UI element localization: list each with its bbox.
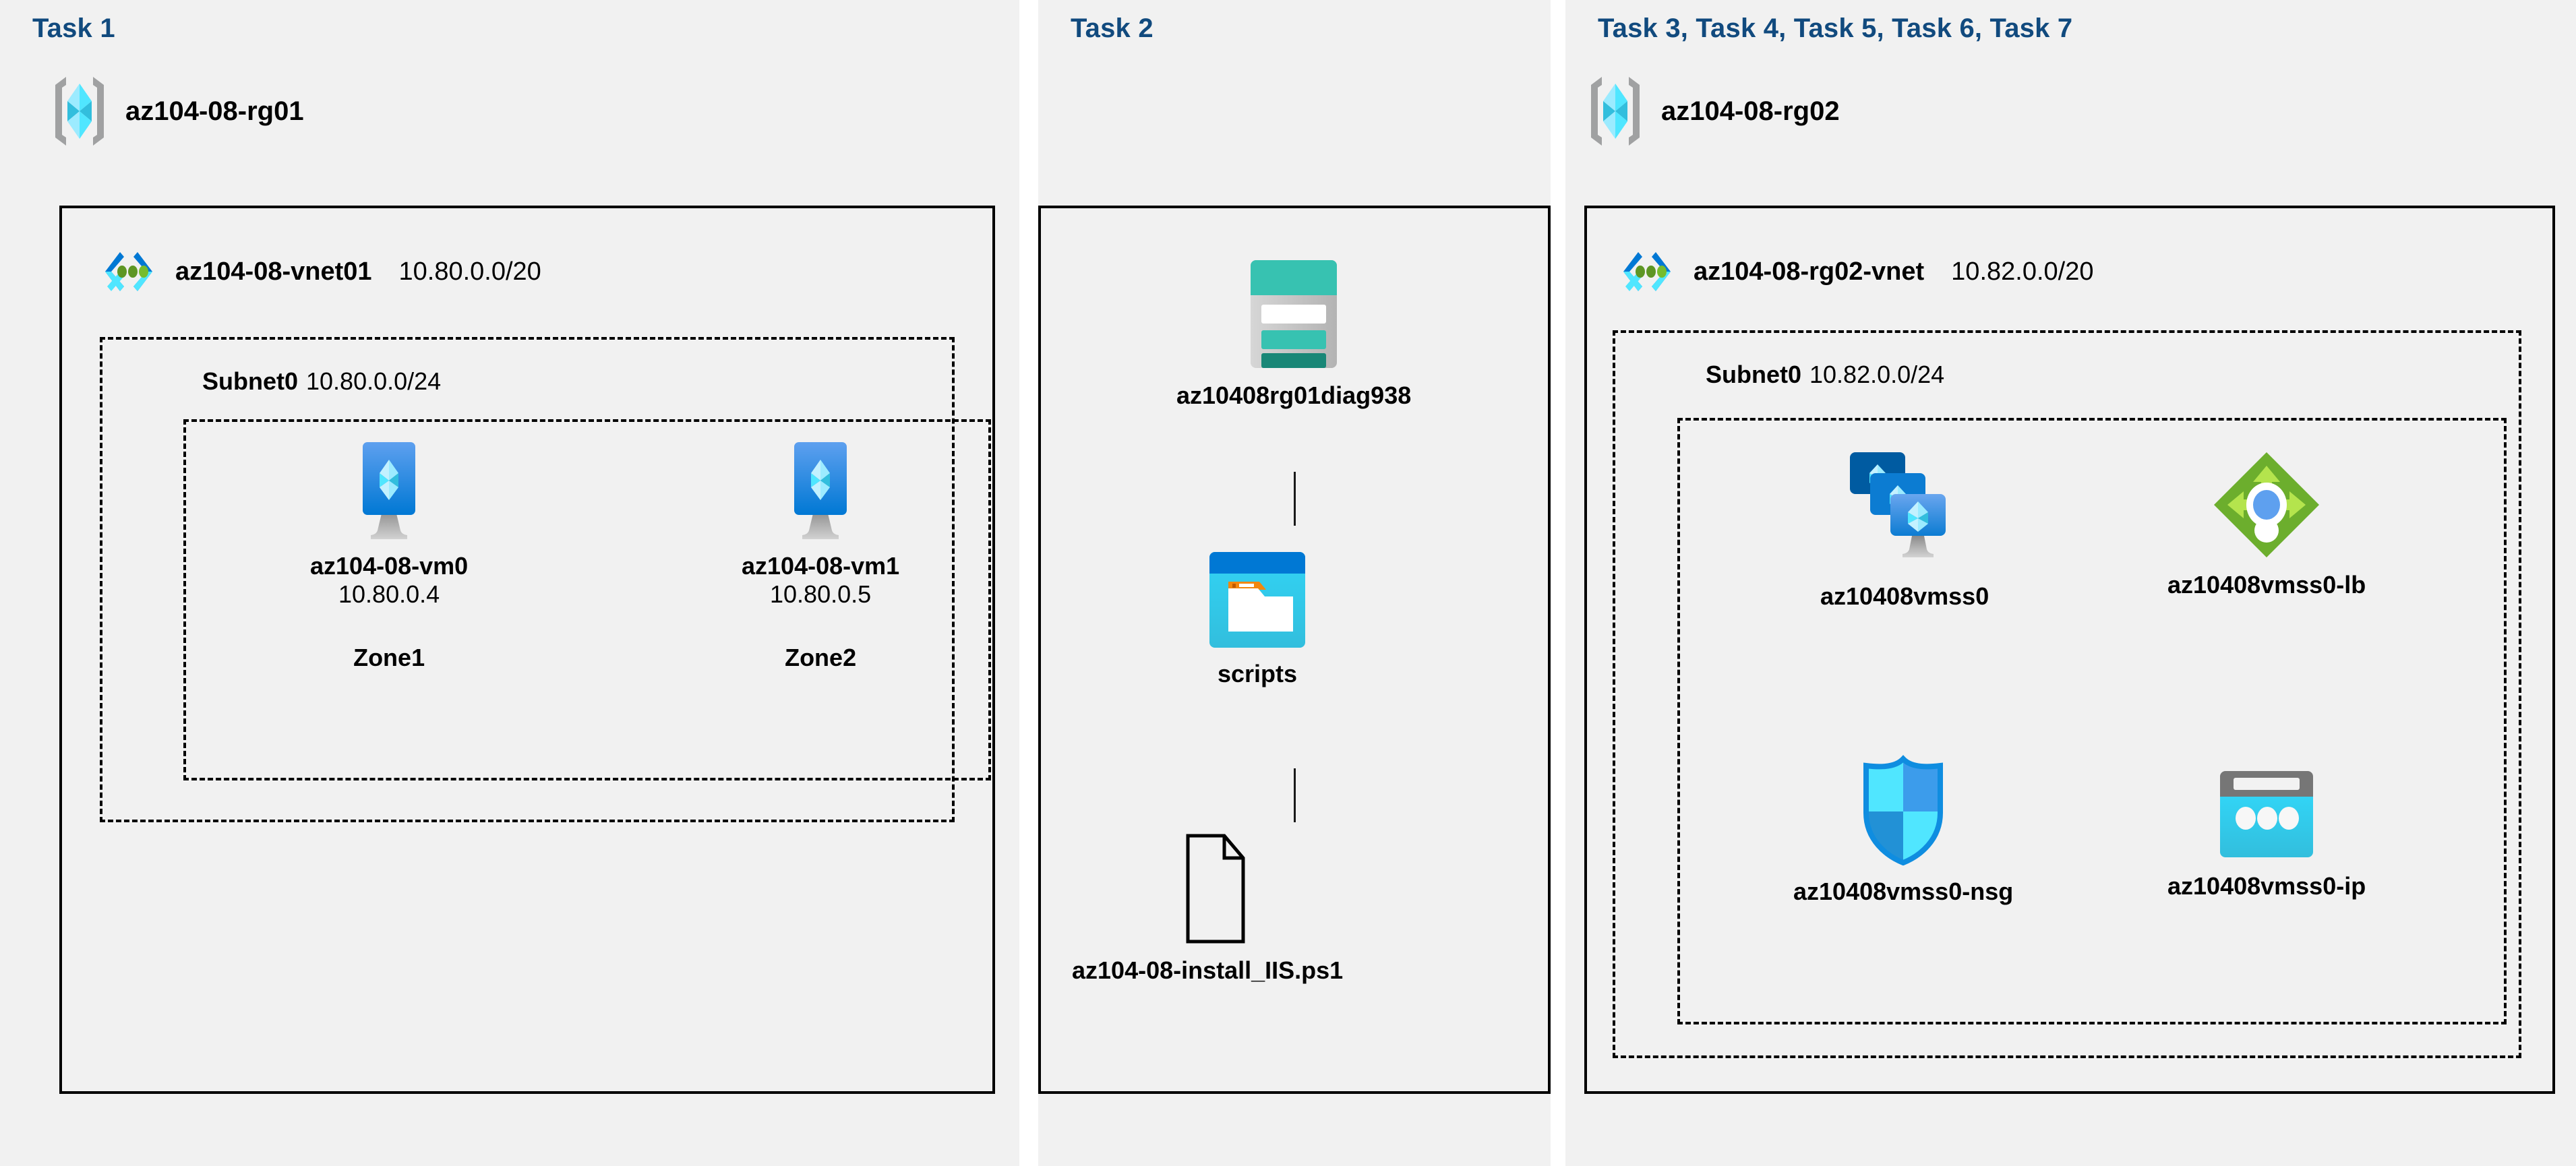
node-az104-08-vm1-label: az104-08-vm1: [742, 552, 900, 580]
node-az104-08-vm0-label: az104-08-vm0: [310, 552, 469, 580]
vnet-az104-08-vnet01-boundary: [59, 206, 995, 1094]
node-vm-scale-set[interactable]: az10408vmss0: [1820, 448, 1989, 611]
node-storage-account-label: az10408rg01diag938: [1176, 381, 1412, 409]
node-network-security-group[interactable]: az10408vmss0-nsg: [1793, 755, 2013, 906]
network-security-group-icon: [1854, 755, 1952, 868]
subnet0-rg02-vnet-cidr: 10.82.0.0/24: [1809, 361, 1945, 388]
node-load-balancer[interactable]: az10408vmss0-lb: [2167, 448, 2366, 599]
node-network-security-group-label: az10408vmss0-nsg: [1793, 878, 2014, 905]
resource-group-rg01-header: az104-08-rg01: [49, 74, 304, 148]
task-1-title: Task 1: [32, 13, 115, 43]
storage-account-icon: [1236, 256, 1352, 372]
virtual-machine-icon: [349, 438, 429, 543]
resource-group-icon: [49, 74, 111, 148]
virtual-machine-icon: [781, 438, 860, 543]
file-icon: [1164, 832, 1251, 947]
connector-storage-to-scripts: [1294, 472, 1296, 526]
vnet-vnet01-cidr: 10.80.0.0/20: [398, 257, 541, 286]
subnet0-vnet01-boundary: [100, 337, 955, 822]
subnet0-rg02-vnet-label: Subnet0 10.82.0.0/24: [1706, 361, 1944, 389]
subnet0-vnet01-name: Subnet0: [202, 367, 299, 395]
virtual-network-icon: [100, 243, 158, 301]
vnet-rg02-vnet-cidr: 10.82.0.0/20: [1951, 257, 2094, 286]
resource-group-icon: [1584, 74, 1646, 148]
vm-availability-zone-group: [183, 419, 991, 780]
task-2-title: Task 2: [1071, 13, 1154, 43]
blob-container-icon: [1207, 549, 1308, 650]
resource-group-rg01-name: az104-08-rg01: [125, 96, 304, 126]
vm-scale-set-icon: [1840, 448, 1969, 573]
panel-task-3: [1565, 0, 2576, 1166]
resource-group-rg02-header: az104-08-rg02: [1584, 74, 1840, 148]
node-vm-scale-set-label: az10408vmss0: [1820, 582, 1989, 610]
vnet-rg02-vnet-header: az104-08-rg02-vnet 10.82.0.0/20: [1618, 243, 2093, 301]
vnet-vnet01-header: az104-08-vnet01 10.80.0.0/20: [100, 243, 541, 301]
virtual-network-icon: [1618, 243, 1676, 301]
task-2-content-boundary: [1038, 206, 1551, 1094]
node-blob-container-scripts[interactable]: scripts: [1207, 549, 1308, 688]
vnet-az104-08-rg02-vnet-boundary: [1584, 206, 2555, 1094]
panel-task-1: [0, 0, 1019, 1166]
node-az104-08-vm1-ip: 10.80.0.5: [770, 580, 872, 608]
node-az104-08-vm0-ip: 10.80.0.4: [338, 580, 440, 608]
node-powershell-file[interactable]: az104-08-install_IIS.ps1: [1072, 832, 1343, 985]
subnet0-rg02-vnet-name: Subnet0: [1706, 361, 1802, 388]
task-3-7-title: Task 3, Task 4, Task 5, Task 6, Task 7: [1598, 13, 2073, 43]
connector-scripts-to-file: [1294, 768, 1296, 822]
node-blob-container-scripts-label: scripts: [1217, 660, 1298, 687]
subnet0-vnet01-cidr: 10.80.0.0/24: [306, 367, 442, 395]
load-balancer-icon: [2210, 448, 2323, 561]
node-az104-08-vm0-zone: Zone1: [353, 644, 425, 671]
node-az104-08-vm0[interactable]: az104-08-vm0 10.80.0.4 Zone1: [310, 438, 468, 672]
vnet-vnet01-name: az104-08-vnet01: [175, 257, 372, 286]
node-powershell-file-label: az104-08-install_IIS.ps1: [1072, 956, 1344, 984]
vnet-rg02-vnet-name: az104-08-rg02-vnet: [1694, 257, 1925, 286]
node-public-ip-address[interactable]: az10408vmss0-ip: [2167, 768, 2366, 900]
vmss-resource-group-boundary: [1677, 418, 2507, 1024]
node-az104-08-vm1[interactable]: az104-08-vm1 10.80.0.5 Zone2: [742, 438, 899, 672]
node-az104-08-vm1-zone: Zone2: [785, 644, 857, 671]
public-ip-address-icon: [2216, 768, 2317, 863]
subnet0-rg02-vnet-boundary: [1613, 330, 2521, 1058]
node-public-ip-address-label: az10408vmss0-ip: [2167, 872, 2366, 900]
node-storage-account[interactable]: az10408rg01diag938: [1176, 256, 1411, 410]
node-load-balancer-label: az10408vmss0-lb: [2167, 571, 2366, 599]
resource-group-rg02-name: az104-08-rg02: [1661, 96, 1840, 126]
